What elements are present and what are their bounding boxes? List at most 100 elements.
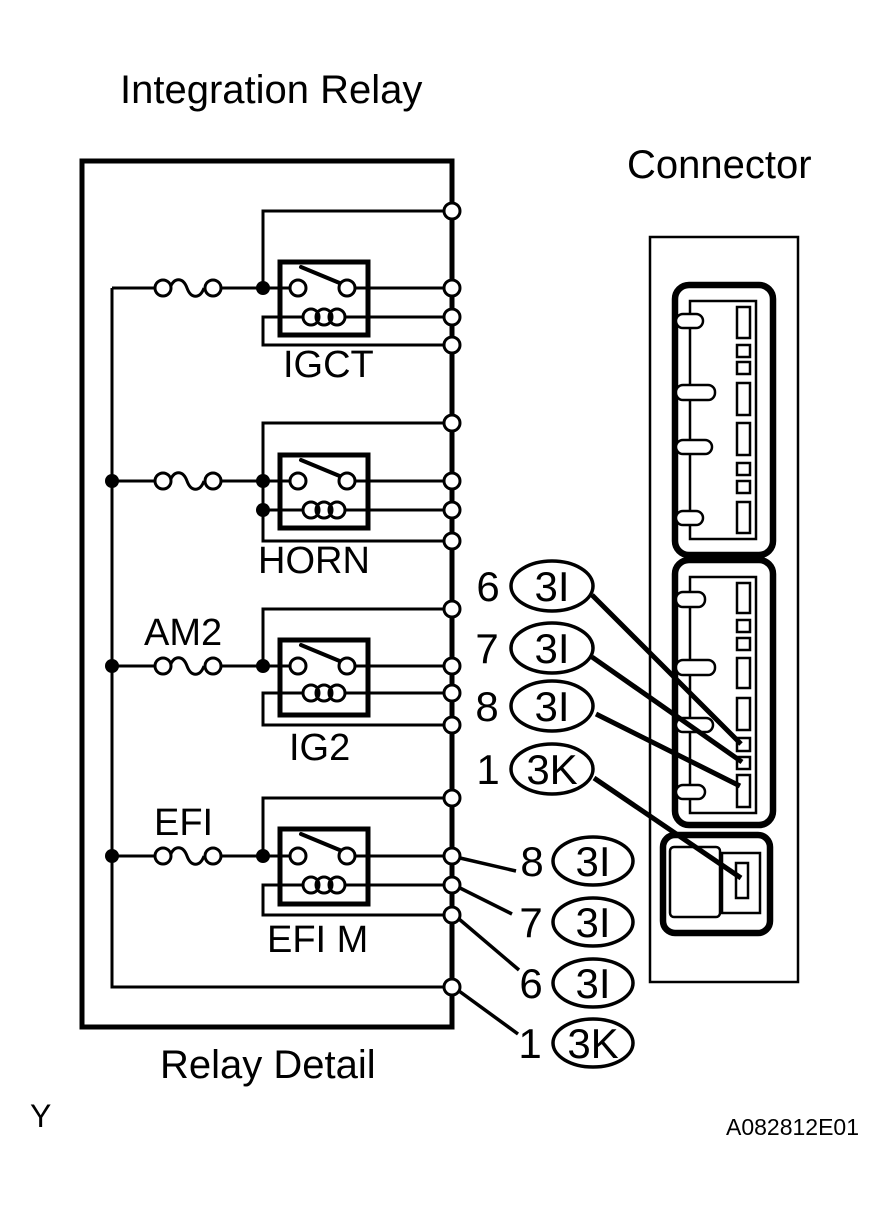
diagram-title: Integration Relay [120,68,422,112]
pin-label-row: 6 3I [519,957,635,1009]
switch-contact [337,471,357,491]
relay-label: HORN [258,540,370,582]
terminal-slot [735,696,752,732]
lower-leader-lines [457,856,521,1036]
keying-tab [674,658,717,677]
switch-contact [288,471,308,491]
fuse-squiggle-icon [168,656,206,676]
relay-igct: IGCT [112,209,452,386]
pin-node [442,977,462,997]
coil-loop-icon [301,875,321,895]
pin-node [442,335,462,355]
power-rail [110,288,452,989]
connector-cavity-face [688,299,758,541]
connector-code: 3I [534,563,569,610]
coil-loop-icon [314,307,334,327]
terminal-slot [735,421,752,457]
pin-label-row: 1 3K [518,1017,635,1069]
coil-loop-icon [314,500,334,520]
leader-line [590,593,743,746]
pin-node [442,278,462,298]
relay-box [277,452,371,531]
connector-block-middle [671,556,777,829]
fuse-squiggle-icon [168,278,206,298]
terminal-slot [735,381,752,417]
switch-contact [337,846,357,866]
terminal-slot [735,461,752,477]
pin-node [442,307,462,327]
upper-leader-lines [590,593,744,881]
junction-dot [256,659,270,673]
relay-box [277,637,371,718]
coil-loop-icon [327,500,347,520]
relay-detail-outline [79,158,455,1030]
coil-loop-icon [327,307,347,327]
connector-code: 3I [575,838,610,885]
terminal-slot-pin8 [735,773,752,809]
fuse-squiggle-icon [168,846,206,866]
switch-contact [337,656,357,676]
keying-tab [674,590,707,609]
terminal-slot [735,618,752,634]
connector-code-ellipse [509,559,595,613]
leader-line [594,711,742,789]
junction-dot [256,281,270,295]
connector-code-ellipse [509,679,595,733]
terminal-slot [735,581,752,615]
pin-label-row: 8 3I [475,679,595,733]
fuse-terminal [153,656,173,676]
pin-label-row: 8 3I [520,835,635,887]
relay-horn: HORN [105,421,452,582]
leader-line [457,917,521,972]
connector-code: 3I [534,625,569,672]
coil-loop-icon [301,307,321,327]
pin-number: 7 [475,625,498,672]
connector-code: 3I [534,683,569,730]
fuse-terminal [203,656,223,676]
connector-code-ellipse [551,1017,635,1069]
pin-number: 1 [476,746,499,793]
relay-wires [112,607,452,727]
pin-node [442,846,462,866]
fuse-terminal [203,846,223,866]
switch-contact [288,656,308,676]
junction-dot [256,503,270,517]
pin-node [442,683,462,703]
pin-node [442,788,462,808]
relay-label: IG2 [289,727,350,769]
fuse-terminal [153,471,173,491]
connector-code-ellipse [551,896,635,948]
fuse-squiggle-icon [168,471,206,491]
pin-number: 6 [519,960,542,1007]
terminal-slot [735,636,752,652]
keying-tab [674,509,705,527]
pin-node [442,599,462,619]
keying-tab [674,312,705,330]
fuse-terminal [153,278,173,298]
terminal-slot-pin1 [734,861,750,900]
junction-dot [256,849,270,863]
pin-number: 8 [520,838,543,885]
relay-label: EFI M [267,919,368,961]
coil-loop-icon [314,875,334,895]
pin-number: 6 [476,563,499,610]
coil-loop-icon [301,683,321,703]
connector-illustration [648,235,800,984]
connector-block-bottom [659,831,774,937]
relay-wires [112,209,452,347]
pin-node [442,531,462,551]
relay-wires [112,796,452,917]
pin-node [442,201,462,221]
connector-code: 3K [567,1020,618,1067]
switch-arm-icon [299,458,344,479]
keying-tab [674,783,707,801]
pin-node [442,905,462,925]
switch-arm-icon [299,832,344,853]
fuse-terminal [153,846,173,866]
pin-number: 8 [475,683,498,730]
switch-contact [288,846,308,866]
connector-title: Connector [627,143,812,187]
fuse-label: AM2 [144,612,222,654]
junction-dot [256,474,270,488]
